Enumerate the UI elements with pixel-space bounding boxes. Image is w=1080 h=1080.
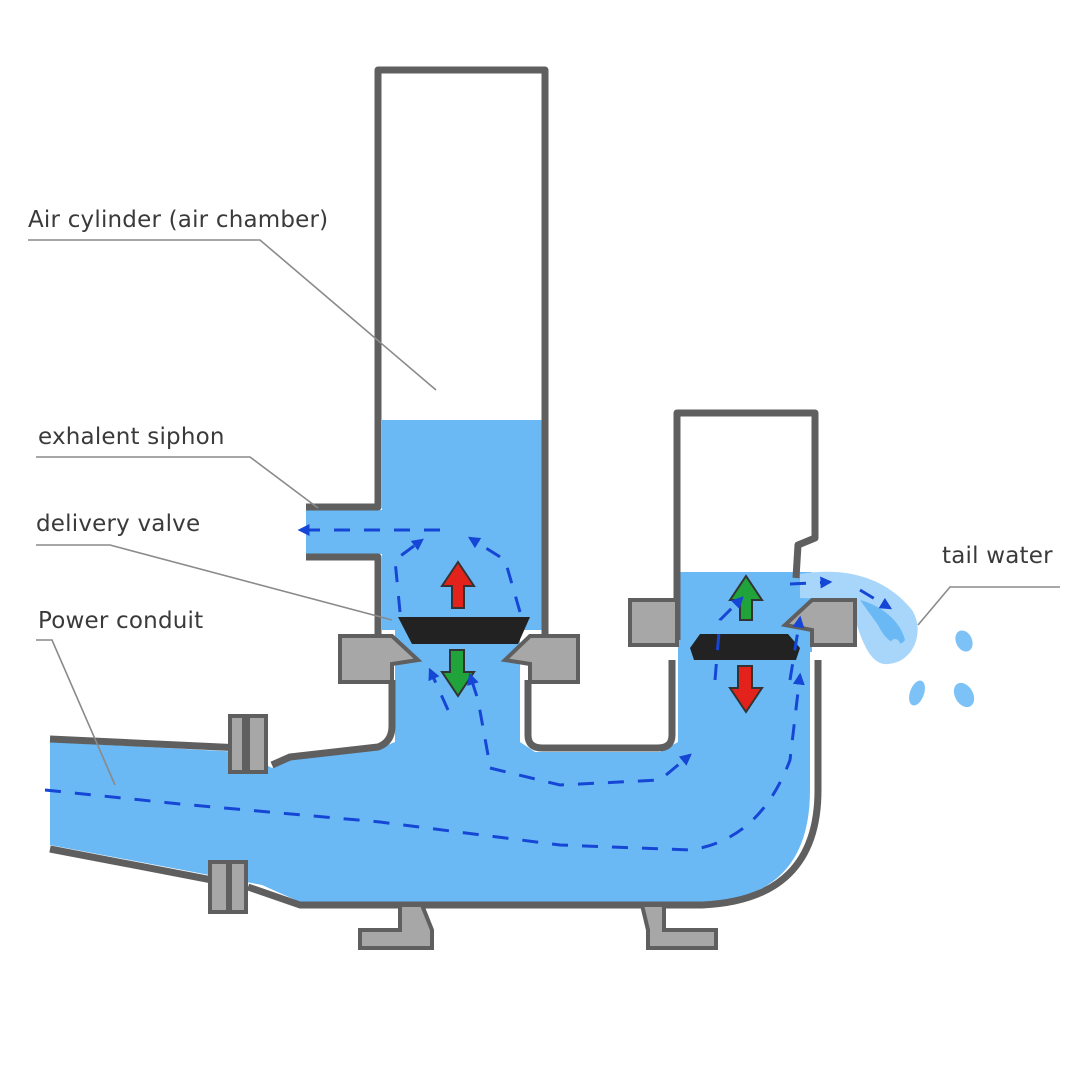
tail-water-label: tail water bbox=[942, 543, 1053, 569]
flow-arrows bbox=[44, 524, 893, 852]
delivery-valve-disc bbox=[398, 617, 530, 644]
leader-lines bbox=[28, 239, 1060, 786]
exhalent-siphon-label: exhalent siphon bbox=[38, 424, 225, 450]
water-body bbox=[50, 420, 812, 902]
tail-water-splash bbox=[800, 571, 975, 708]
pump-flanges bbox=[208, 598, 857, 950]
delivery-valve-label: delivery valve bbox=[36, 511, 201, 537]
delivery-valve-open-arrow-icon bbox=[440, 560, 476, 609]
power-conduit-label: Power conduit bbox=[38, 608, 204, 634]
waste-valve-close-arrow-icon bbox=[728, 665, 764, 714]
pump-walls bbox=[49, 66, 822, 909]
air-cylinder-label: Air cylinder (air chamber) bbox=[28, 207, 329, 233]
delivery-valve-close-arrow-icon bbox=[440, 649, 476, 698]
waste-valve-disc bbox=[690, 634, 800, 660]
